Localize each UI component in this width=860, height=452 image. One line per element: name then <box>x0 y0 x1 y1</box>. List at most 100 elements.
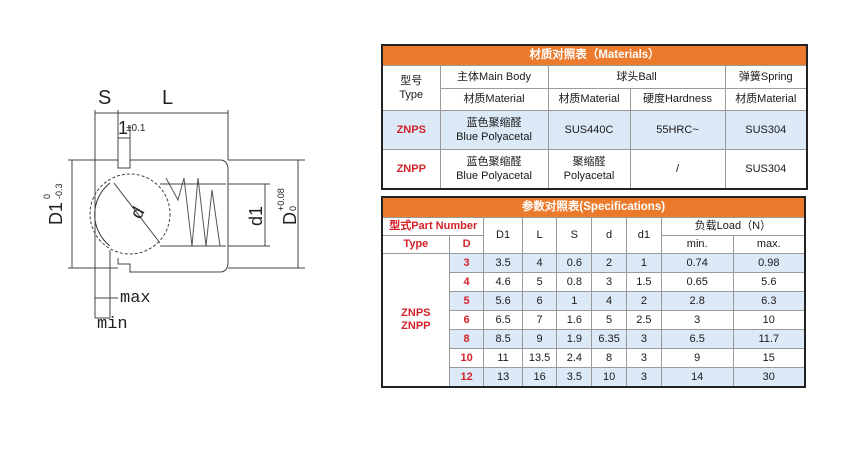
spring-material: SUS304 <box>724 149 808 190</box>
spec-d: 8 <box>591 348 627 368</box>
spec-max: 30 <box>732 367 806 388</box>
svg-text:-0.3: -0.3 <box>54 183 64 199</box>
spec-D1: 3.5 <box>483 253 523 273</box>
spec-D1: 8.5 <box>483 329 523 349</box>
d1-header: d1 <box>626 217 662 254</box>
spec-d: 3 <box>591 272 627 292</box>
spec-S: 1.6 <box>556 310 593 330</box>
spec-L: 7 <box>521 310 558 330</box>
spec-d: 2 <box>591 253 627 273</box>
load-max-header: max. <box>732 235 806 254</box>
materials-body-header: 主体Main Body <box>439 65 549 89</box>
ball-plunger-drawing: S L 1 ±0.1 D1 0 -0.3 d d1 D +0.08 0 max … <box>42 87 305 334</box>
L-header: L <box>521 217 558 254</box>
svg-text:0: 0 <box>288 206 298 211</box>
spec-S: 0.8 <box>556 272 593 292</box>
dim-D: D <box>280 212 300 225</box>
svg-text:0: 0 <box>42 194 52 199</box>
spec-min: 9 <box>660 348 734 368</box>
svg-text:+0.08: +0.08 <box>276 188 286 211</box>
spec-min: 6.5 <box>660 329 734 349</box>
dim-D1: D1 <box>46 202 66 225</box>
spec-D1: 5.6 <box>483 291 523 311</box>
dim-1: 1 <box>118 118 128 138</box>
spec-S: 2.4 <box>556 348 593 368</box>
spec-max: 0.98 <box>732 253 806 273</box>
d-header: d <box>591 217 627 254</box>
spec-D: 12 <box>448 367 485 388</box>
type-header: Type <box>381 235 450 254</box>
spec-D: 3 <box>448 253 485 273</box>
materials-ball-header: 球头Ball <box>547 65 726 89</box>
spec-d1: 3 <box>626 348 662 368</box>
dim-L: L <box>162 87 173 109</box>
spec-D: 8 <box>448 329 485 349</box>
spec-min: 3 <box>660 310 734 330</box>
dim-1-tol: ±0.1 <box>126 123 146 134</box>
spec-d1: 3 <box>626 367 662 388</box>
spec-D: 4 <box>448 272 485 292</box>
body-material-header: 材质Material <box>439 88 549 111</box>
S-header: S <box>556 217 593 254</box>
spec-min: 0.65 <box>660 272 734 292</box>
materials-type: ZNPP <box>381 149 441 190</box>
spec-d1: 2.5 <box>626 310 662 330</box>
ball-material: SUS440C <box>547 110 631 150</box>
spec-d: 5 <box>591 310 627 330</box>
specs-title: 参数对照表(Specifications) <box>381 196 806 218</box>
dim-d1: d1 <box>246 206 266 226</box>
dim-max: max <box>120 289 151 308</box>
spec-min: 14 <box>660 367 734 388</box>
spec-L: 9 <box>521 329 558 349</box>
ball-hardness-header: 硬度Hardness <box>629 88 726 111</box>
spec-L: 13.5 <box>521 348 558 368</box>
spec-D: 10 <box>448 348 485 368</box>
D-header: D <box>448 235 485 254</box>
spec-d: 4 <box>591 291 627 311</box>
spec-L: 5 <box>521 272 558 292</box>
dim-min: min <box>97 315 128 334</box>
spec-min: 0.74 <box>660 253 734 273</box>
spec-d: 6.35 <box>591 329 627 349</box>
materials-spring-header: 弹簧Spring <box>724 65 808 89</box>
spec-max: 11.7 <box>732 329 806 349</box>
spec-d1: 1 <box>626 253 662 273</box>
spec-S: 0.6 <box>556 253 593 273</box>
spec-d: 10 <box>591 367 627 388</box>
spec-S: 1 <box>556 291 593 311</box>
spec-max: 15 <box>732 348 806 368</box>
specifications-table: 参数对照表(Specifications) 型式Part Number D1 L… <box>381 196 806 388</box>
spec-L: 6 <box>521 291 558 311</box>
spring-material-header: 材质Material <box>724 88 808 111</box>
ball-hardness: / <box>629 149 726 190</box>
spec-D: 6 <box>448 310 485 330</box>
spec-max: 5.6 <box>732 272 806 292</box>
materials-title: 材质对照表（Materials） <box>381 44 808 66</box>
spec-d1: 2 <box>626 291 662 311</box>
spring-material: SUS304 <box>724 110 808 150</box>
D1-header: D1 <box>483 217 523 254</box>
spec-d1: 1.5 <box>626 272 662 292</box>
load-header: 负载Load（N） <box>660 217 806 236</box>
part-number-header: 型式Part Number <box>381 217 485 236</box>
ball-hardness: 55HRC~ <box>629 110 726 150</box>
spec-S: 3.5 <box>556 367 593 388</box>
spec-max: 6.3 <box>732 291 806 311</box>
dim-d: d <box>126 203 148 222</box>
spec-D: 5 <box>448 291 485 311</box>
spec-D1: 11 <box>483 348 523 368</box>
